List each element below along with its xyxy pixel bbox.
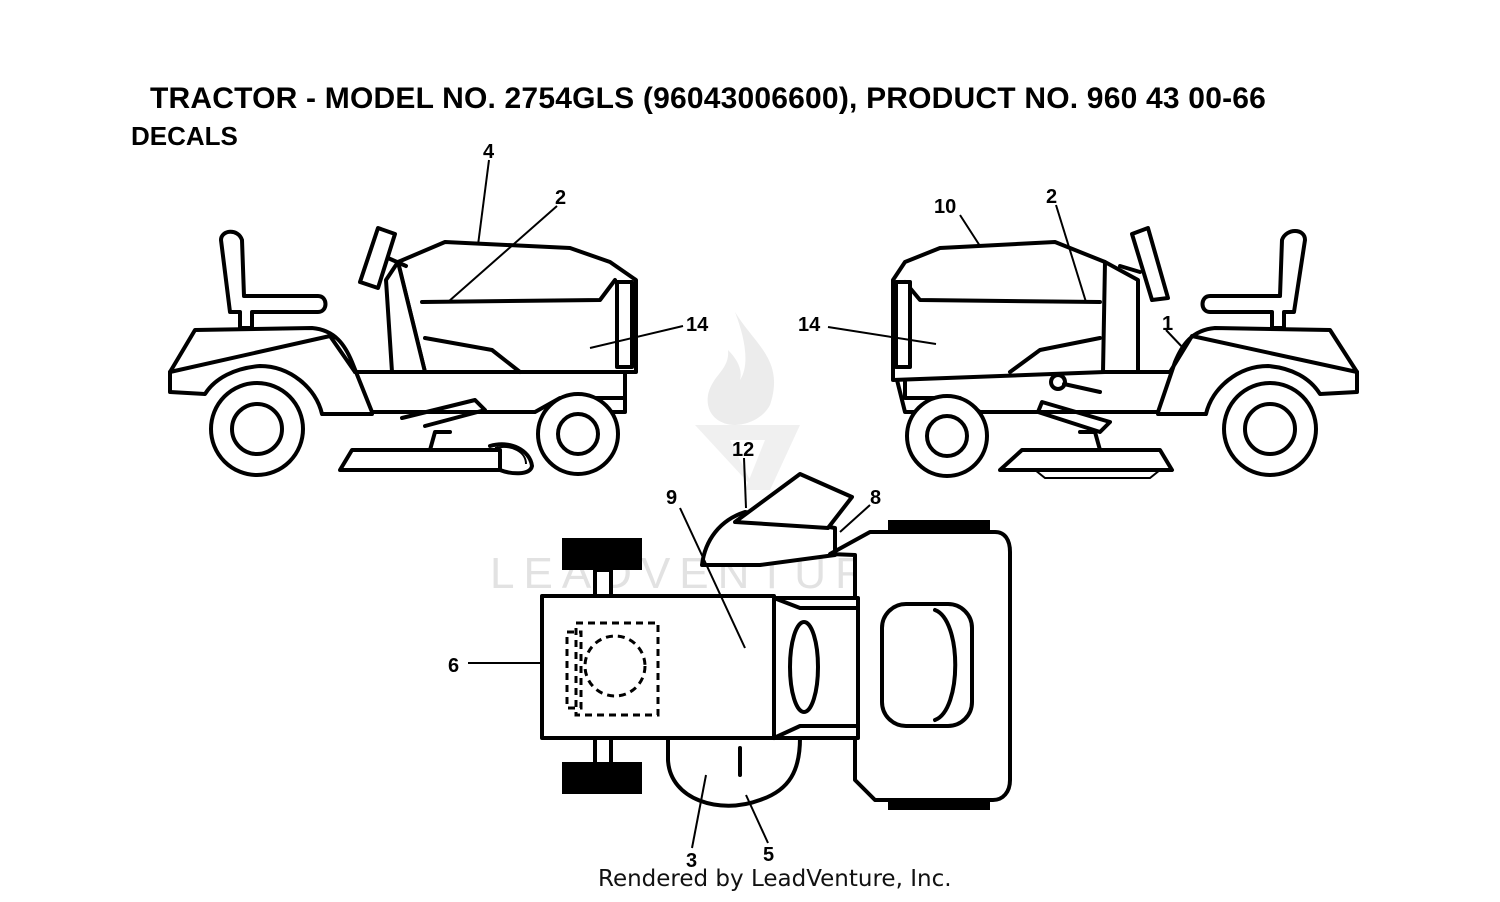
callout-1: 1: [1162, 313, 1173, 335]
flame-watermark-icon: [707, 312, 775, 425]
tractor-right-side-view: [891, 226, 1359, 479]
callout-10: 10: [934, 196, 956, 218]
callout-2-right: 2: [1046, 186, 1057, 208]
callout-2-left: 2: [555, 187, 566, 209]
callout-5: 5: [763, 844, 774, 866]
section-subtitle: DECALS: [131, 121, 238, 151]
v-watermark-icon: [695, 425, 800, 490]
front-wheel-bottom: [562, 762, 642, 794]
callout-9: 9: [666, 487, 677, 509]
callout-14-right: 14: [798, 314, 821, 336]
callout-6: 6: [448, 655, 459, 677]
watermark: LEADVENTURE: [490, 312, 914, 598]
watermark-text: LEADVENTURE: [490, 549, 914, 598]
callout-3: 3: [686, 850, 697, 872]
page-title: TRACTOR - MODEL NO. 2754GLS (96043006600…: [150, 82, 1267, 115]
callouts: 4 2 14 10 2 14 1 12 8 9 6 3 5: [448, 141, 1173, 872]
front-wheel-top: [562, 538, 642, 570]
callout-8: 8: [870, 487, 881, 509]
leader-lines: [447, 159, 1186, 849]
footer-credit: Rendered by LeadVenture, Inc.: [598, 866, 952, 892]
tractor-top-view: [540, 472, 1012, 810]
tractor-left-side-view: [168, 226, 638, 477]
callout-4: 4: [483, 141, 495, 163]
callout-12: 12: [732, 439, 754, 461]
callout-14-left: 14: [686, 314, 709, 336]
